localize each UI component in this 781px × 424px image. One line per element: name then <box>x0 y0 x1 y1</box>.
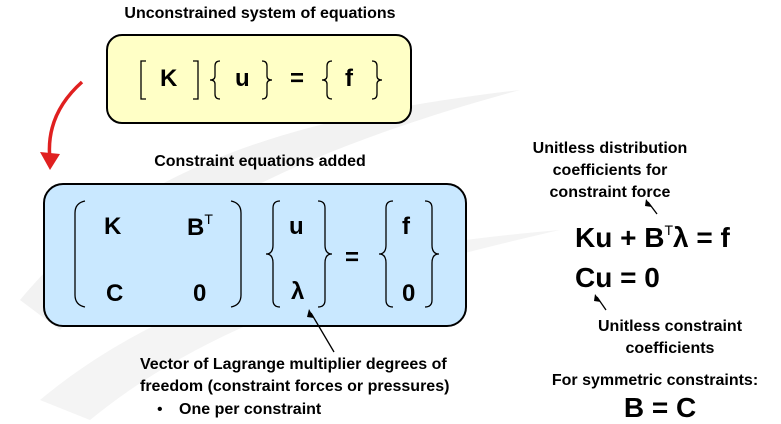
vector-f-cell: f <box>402 213 410 240</box>
matrix-k-cell: K <box>104 213 122 240</box>
vector-lambda-cell: λ <box>291 278 305 305</box>
equals-sign: = <box>290 65 305 92</box>
constrained-system-box <box>43 183 467 327</box>
vector-u-cell: u <box>289 213 304 240</box>
vector-zero-cell: 0 <box>402 280 416 307</box>
symmetric-label: For symmetric constraints: <box>551 372 759 389</box>
lagrange-note-line2: freedom (constraint forces or pressures) <box>140 378 450 395</box>
vector-f-label: f <box>345 65 353 92</box>
bullet-text: One per constraint <box>179 401 322 418</box>
distribution-note-line3: constraint force <box>549 184 671 201</box>
matrix-c-cell: C <box>106 280 124 307</box>
equation-ku: Ku + BTλ = f <box>575 222 730 254</box>
unconstrained-equation-brackets <box>140 60 383 100</box>
distribution-note-line2: coefficients for <box>552 162 668 179</box>
equation-cu: Cu = 0 <box>575 262 660 293</box>
coefficient-note-line1: Unitless constraint <box>597 318 743 335</box>
equation-ku-part1: Ku + B <box>575 222 665 253</box>
constrained-system-brackets <box>74 200 440 308</box>
matrix-b-label: B <box>187 214 205 241</box>
unconstrained-title: Unconstrained system of equations <box>124 5 396 22</box>
lagrange-note-line1: Vector of Lagrange multiplier degrees of <box>140 356 447 373</box>
matrix-zero-cell: 0 <box>193 280 207 307</box>
equation-ku-part2: λ = f <box>673 222 730 253</box>
distribution-note-line1: Unitless distribution <box>532 140 688 157</box>
constraint-title: Constraint equations added <box>154 153 366 170</box>
bullet-mark: • <box>157 401 163 418</box>
equals-sign-2: = <box>345 244 360 271</box>
matrix-bt-cell: BT <box>187 211 213 242</box>
symmetric-equation: B = C <box>623 392 697 423</box>
equation-ku-sup: T <box>664 221 674 238</box>
coefficient-note-line2: coefficients <box>625 340 715 357</box>
unconstrained-equation-box <box>106 34 412 124</box>
transpose-sup: T <box>204 211 213 227</box>
vector-u-label: u <box>235 65 250 92</box>
matrix-k-label: K <box>160 65 178 92</box>
